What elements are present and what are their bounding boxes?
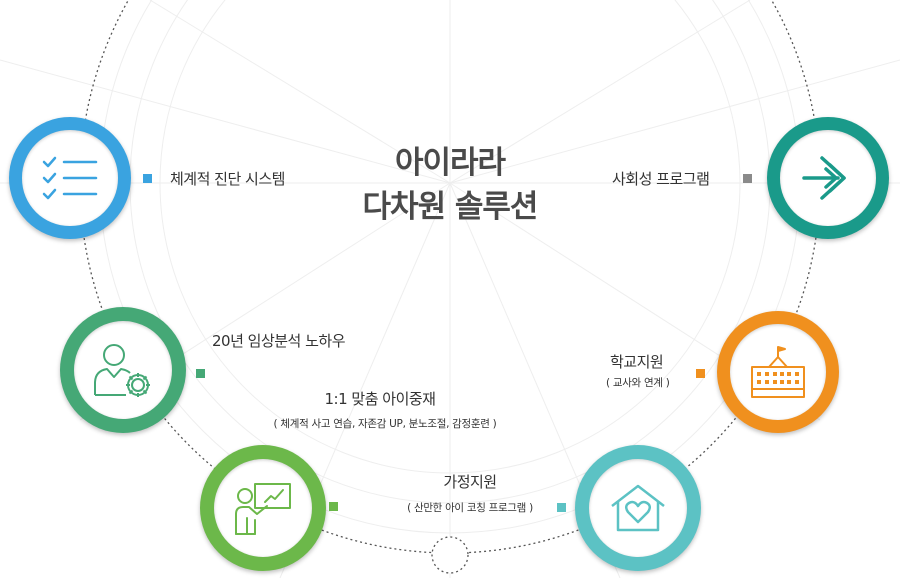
- checklist-icon: [42, 156, 98, 200]
- school-building-icon: [751, 346, 805, 398]
- school-label: 학교지원: [610, 353, 664, 371]
- person-gear-icon: [93, 343, 150, 397]
- school-sub-label: ( 교사와 연계 ): [606, 377, 670, 389]
- social-marker: [743, 174, 752, 183]
- title-line-2: 다차원 솔루션: [362, 189, 539, 225]
- teacher-board-icon: [234, 482, 291, 535]
- diagnosis-marker: [143, 174, 152, 183]
- social-circle: [767, 117, 889, 239]
- family-label: 가정지원: [443, 473, 497, 491]
- family-sub-label: ( 산만한 아이 코칭 프로그램 ): [407, 502, 533, 514]
- social-label: 사회성 프로그램: [612, 170, 710, 188]
- diagnosis-circle: [9, 117, 131, 239]
- school-marker: [696, 369, 705, 378]
- mediation-marker: [329, 502, 338, 511]
- school-circle: [717, 311, 839, 433]
- knowhow-marker: [196, 369, 205, 378]
- diagnosis-label: 체계적 진단 시스템: [170, 170, 285, 188]
- knowhow-label: 20년 임상분석 노하우: [212, 332, 346, 350]
- mediation-sub-label: ( 체계적 사고 연습, 자존감 UP, 분노조절, 감정훈련 ): [273, 418, 497, 430]
- knowhow-circle: [60, 307, 186, 433]
- family-marker: [557, 503, 566, 512]
- family-circle: [575, 445, 701, 571]
- home-heart-icon: [611, 484, 665, 532]
- mediation-circle: [200, 445, 326, 571]
- mediation-label: 1:1 맞춤 아이중재: [324, 390, 436, 408]
- title-line-1: 아이라라: [394, 145, 506, 181]
- enter-arrow-icon: [802, 156, 846, 200]
- bottom-small-circle: [431, 536, 469, 574]
